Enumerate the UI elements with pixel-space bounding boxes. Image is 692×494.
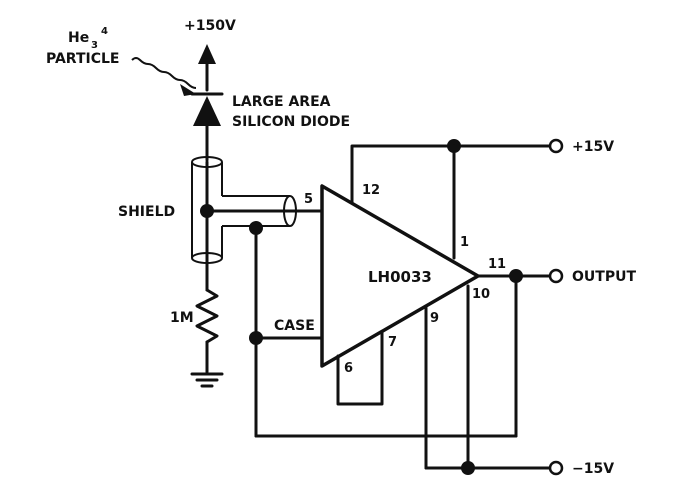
lh0033-amplifier	[320, 184, 480, 368]
output-label: OUTPUT	[572, 269, 636, 285]
wire-pos-supply	[350, 144, 552, 204]
particle-label-sup: 4	[101, 26, 108, 37]
case-label: CASE	[274, 318, 315, 334]
junction-shield	[200, 204, 214, 218]
diode-icon	[193, 96, 221, 126]
resistor-icon	[195, 288, 219, 344]
particle-label-text: PARTICLE	[46, 51, 119, 67]
wire-pin6-pin7-strap	[336, 330, 384, 406]
supply-150v-label: +150V	[184, 18, 236, 34]
pin-9-label: 9	[430, 311, 439, 326]
supply-arrow-icon	[198, 44, 216, 64]
particle-path	[131, 57, 197, 89]
junction-output	[509, 269, 523, 283]
pin-6-label: 6	[344, 361, 353, 376]
pin-10-label: 10	[472, 287, 490, 302]
terminal-pos-15v	[548, 138, 564, 154]
junction-neg-supply	[461, 461, 475, 475]
chip-label: LH0033	[368, 268, 432, 286]
particle-label-he: He	[68, 30, 89, 46]
resistor-label: 1M	[170, 310, 194, 326]
neg-supply-label: −15V	[572, 461, 614, 477]
terminal-output	[548, 268, 564, 284]
diode-label-1: LARGE AREA	[232, 94, 331, 110]
pin-1-label: 1	[460, 235, 469, 250]
pin-5-label: 5	[304, 192, 313, 207]
pin-11-label: 11	[488, 257, 506, 272]
terminal-neg-15v	[548, 460, 564, 476]
shield-label: SHIELD	[118, 204, 175, 220]
particle-label-sub: 3	[91, 40, 98, 51]
diode-label-2: SILICON DIODE	[232, 114, 350, 130]
pin-7-label: 7	[388, 335, 397, 350]
pin-12-label: 12	[362, 183, 380, 198]
pos-supply-label: +15V	[572, 139, 614, 155]
